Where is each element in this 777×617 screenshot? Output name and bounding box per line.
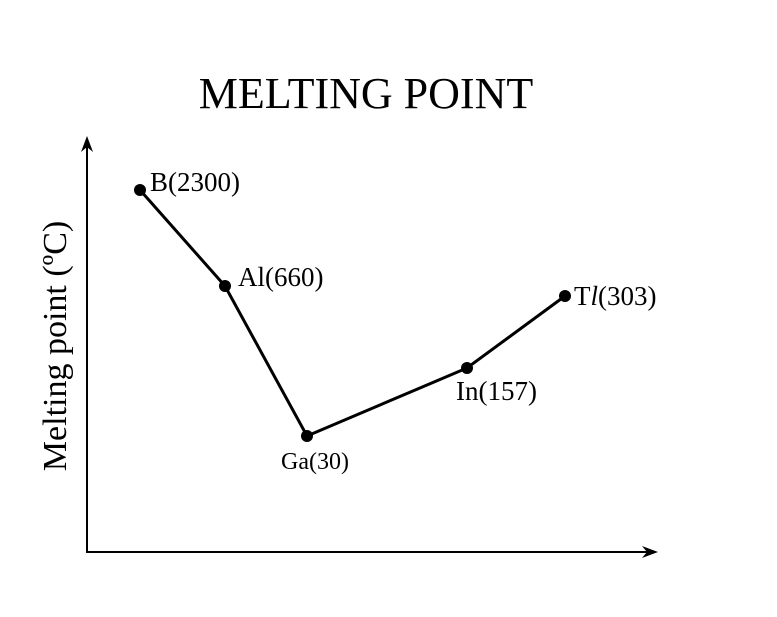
label-ga: Ga(30) [281, 449, 349, 475]
label-tl-prefix: T [574, 281, 591, 311]
y-axis-label: Melting point (ºC) [37, 221, 74, 471]
label-al: Al(660) [238, 262, 323, 292]
point-al [219, 280, 231, 292]
y-axis-arrow [81, 136, 93, 152]
point-ga [301, 430, 313, 442]
label-in: In(157) [456, 376, 537, 406]
label-b: B(2300) [150, 167, 240, 197]
point-in [461, 362, 473, 374]
point-tl [559, 290, 571, 302]
point-b [134, 184, 146, 196]
label-tl: Tl(303) [574, 281, 657, 311]
label-tl-italic: l [591, 281, 599, 311]
label-tl-suffix: (303) [598, 281, 656, 311]
x-axis-arrow [642, 546, 658, 558]
chart-title: MELTING POINT [199, 69, 534, 118]
